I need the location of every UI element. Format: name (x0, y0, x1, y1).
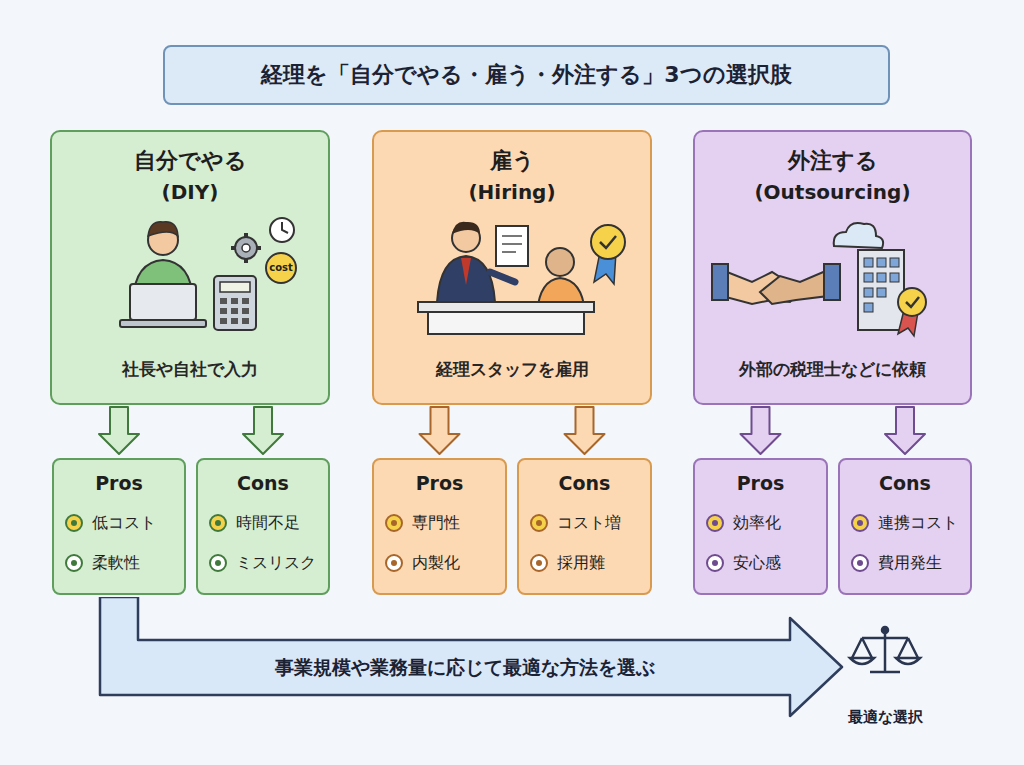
pros-cons-box: Pros 専門性内製化 (372, 458, 507, 595)
option-description: 社長や自社で入力 (52, 356, 328, 382)
item-icon (531, 515, 547, 531)
pros-cons-heading: Pros (695, 470, 826, 496)
pros-cons-heading: Pros (374, 470, 505, 496)
option-box: 雇う(Hiring) 経理スタッフを雇用 (372, 130, 652, 405)
pros-cons-heading: Pros (54, 470, 184, 496)
item-icon (210, 555, 226, 571)
pros-cons-box: Cons コスト増採用難 (517, 458, 652, 595)
item-icon (66, 515, 82, 531)
item-icon (66, 555, 82, 571)
title-text: 経理を「自分でやる・雇う・外注する」3つの選択肢 (261, 60, 791, 90)
scale-icon (850, 627, 920, 672)
option-heading: (Outsourcing) (695, 178, 970, 206)
item-icon-dot (391, 520, 397, 526)
title-box: 経理を「自分でやる・雇う・外注する」3つの選択肢 (163, 45, 890, 105)
item-icon-dot (215, 560, 221, 566)
pros-cons-item: 採用難 (519, 550, 650, 576)
option-box: 外注する(Outsourcing) 外部の税理士などに依頼 (693, 130, 972, 405)
item-icon-dot (712, 520, 718, 526)
pros-cons-item: 連携コスト (840, 510, 970, 536)
item-icon (707, 515, 723, 531)
item-icon-dot (712, 560, 718, 566)
pros-cons-heading: Cons (519, 470, 650, 496)
option-description: 外部の税理士などに依頼 (695, 356, 970, 382)
item-icon-dot (71, 560, 77, 566)
pros-cons-box: Cons 時間不足ミスリスク (196, 458, 330, 595)
pros-cons-item: 内製化 (374, 550, 505, 576)
down-arrow (243, 407, 283, 454)
pros-cons-item: 費用発生 (840, 550, 970, 576)
pros-cons-item: コスト増 (519, 510, 650, 536)
pros-cons-item: 安心感 (695, 550, 826, 576)
item-icon (707, 555, 723, 571)
pros-cons-item: 柔軟性 (54, 550, 184, 576)
flow-arrow-band: 事業規模や業務量に応じて最適な方法を選ぶ (95, 597, 847, 719)
flow-arrow-text: 事業規模や業務量に応じて最適な方法を選ぶ (145, 654, 785, 680)
diy-illustration (120, 218, 296, 330)
item-icons (66, 515, 868, 571)
arrow-band-outline (100, 597, 842, 716)
pros-cons-item: ミスリスク (198, 550, 328, 576)
down-arrow (99, 407, 139, 454)
item-icon-dot (857, 520, 863, 526)
option-description: 経理スタッフを雇用 (374, 356, 650, 382)
option-heading: 自分でやる (52, 146, 328, 176)
pros-cons-box: Pros 低コスト柔軟性 (52, 458, 186, 595)
option-heading: (DIY) (52, 178, 328, 206)
outsourcing-illustration (712, 223, 926, 336)
item-icon-dot (536, 520, 542, 526)
down-arrow (565, 407, 605, 454)
item-icon-dot (857, 560, 863, 566)
item-icon-dot (391, 560, 397, 566)
pros-cons-box: Pros 効率化安心感 (693, 458, 828, 595)
coin-label: cost (266, 260, 296, 276)
result-label: 最適な選択 (830, 706, 940, 728)
item-icon (386, 515, 402, 531)
pros-cons-box: Cons 連携コスト費用発生 (838, 458, 972, 595)
item-icon-dot (536, 560, 542, 566)
pros-cons-item: 専門性 (374, 510, 505, 536)
item-icon (852, 515, 868, 531)
pros-cons-heading: Cons (198, 470, 328, 496)
item-icon (852, 555, 868, 571)
down-arrow (420, 407, 460, 454)
option-heading: 雇う (374, 146, 650, 176)
option-heading: (Hiring) (374, 178, 650, 206)
pros-cons-item: 低コスト (54, 510, 184, 536)
hiring-illustration (418, 222, 625, 334)
down-arrow (885, 407, 925, 454)
item-icon (386, 555, 402, 571)
option-heading: 外注する (695, 146, 970, 176)
item-icon (531, 555, 547, 571)
pros-cons-heading: Cons (840, 470, 970, 496)
pros-cons-item: 時間不足 (198, 510, 328, 536)
pros-cons-item: 効率化 (695, 510, 826, 536)
down-arrow (741, 407, 781, 454)
item-icon (210, 515, 226, 531)
item-icon-dot (215, 520, 221, 526)
item-icon-dot (71, 520, 77, 526)
